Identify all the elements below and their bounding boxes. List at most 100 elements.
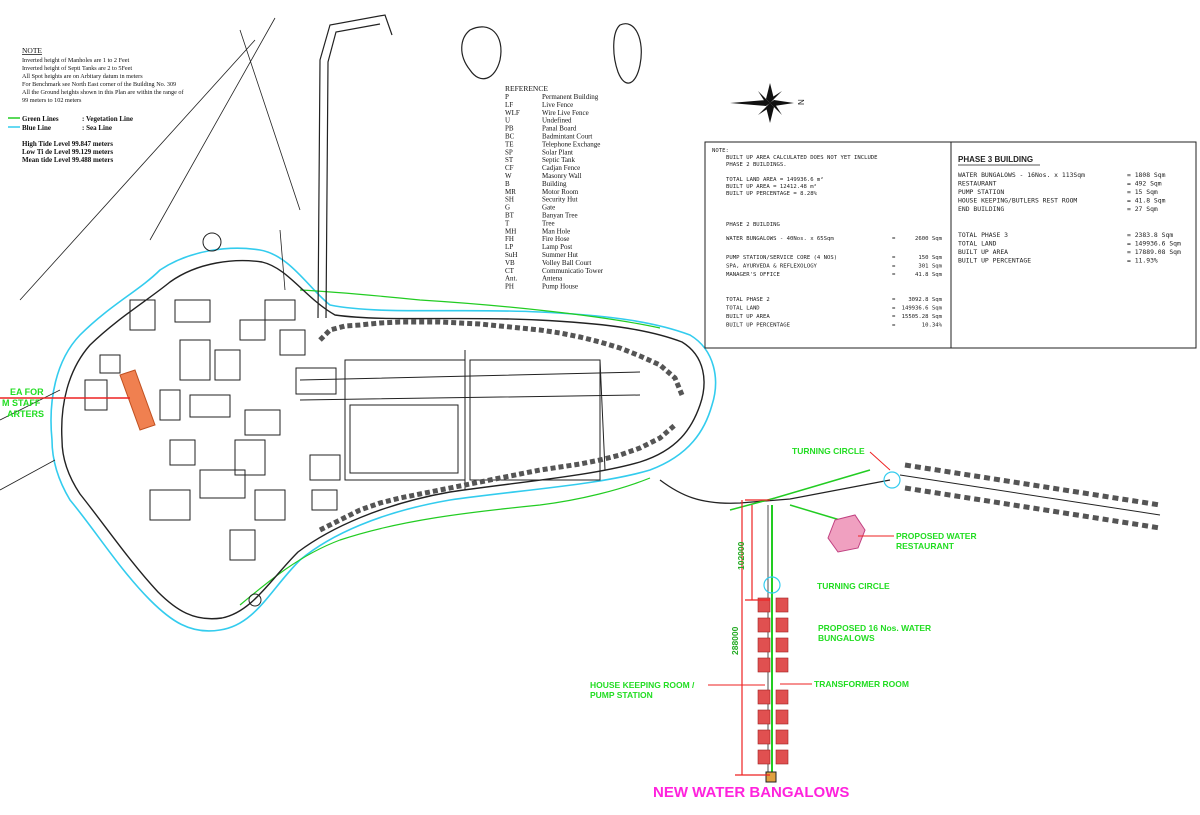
note-line: All the Ground heights shown in this Pla… <box>22 89 184 96</box>
p2-note: NOTE: <box>712 148 729 154</box>
dimension-lines <box>735 499 770 776</box>
reference-desc: Cadjan Fence <box>542 164 580 172</box>
reference-code: BC <box>505 133 515 141</box>
reference-desc: Wire Live Fence <box>542 109 589 117</box>
reference-desc: Fire Hose <box>542 235 569 243</box>
p2-row-label: BUILT UP PERCENTAGE <box>726 323 791 329</box>
reference-code: FH <box>505 235 514 243</box>
p3-row-label: WATER BUNGALOWS - 16Nos. x 113Sqm <box>958 171 1085 179</box>
reference-desc: Volley Ball Court <box>542 259 591 267</box>
reference-code: PB <box>505 125 514 133</box>
proposed-bungalows-label: PROPOSED 16 Nos. WATER <box>818 623 931 633</box>
reference-code: SuH <box>505 251 517 259</box>
internal-road <box>299 350 641 490</box>
p2-note: PHASE 2 BUILDINGS. <box>726 162 787 168</box>
reference-code: LP <box>505 243 513 251</box>
p3-row-value: = 492 Sqm <box>1127 180 1162 188</box>
p2-row-label: MANAGER'S OFFICE <box>726 272 781 278</box>
reference-desc: Security Hut <box>542 196 578 204</box>
proposed-bungalows <box>757 597 789 765</box>
p2-row-eq: = <box>892 255 896 261</box>
p3-row-label: PUMP STATION <box>958 188 1004 196</box>
staff-area-label: M STAFF <box>2 398 41 408</box>
proposed-bungalows-label: BUNGALOWS <box>818 633 875 643</box>
reference-code: VB <box>505 259 515 267</box>
tide-level: High Tide Level 99.847 meters <box>22 140 113 148</box>
p2-row-eq: = <box>892 306 896 312</box>
reference-desc: Communicatio Tower <box>542 267 604 275</box>
p2-row-value: 3092.8 Sqm <box>908 297 942 303</box>
p3-row-value: = 41.8 Sqm <box>1127 197 1166 205</box>
p2-row-value: 15505.28 Sqm <box>902 314 943 320</box>
p2-row-value: 149936.6 Sqm <box>902 306 943 312</box>
p2-row-label: PUMP STATION/SERVICE CORE (4 NOS) <box>726 255 837 261</box>
reference-code: LF <box>505 101 513 109</box>
sea-line <box>50 247 717 632</box>
island-boundary <box>61 259 705 620</box>
legend-value: : Sea Line <box>82 124 112 132</box>
p2-row-label: TOTAL PHASE 2 <box>726 297 770 303</box>
p3-row-label: END BUILDING <box>958 205 1004 213</box>
reference-desc: Undefined <box>542 117 572 125</box>
court-area-2 <box>469 359 601 481</box>
transformer-label: TRANSFORMER ROOM <box>814 679 909 689</box>
p3-row-label: RESTAURANT <box>958 180 997 188</box>
reference-code: T <box>505 219 510 227</box>
p2-row-label: WATER BUNGALOWS - 40Nos. x 65Sqm <box>726 236 834 242</box>
reference-desc: Live Fence <box>542 101 573 109</box>
vegetation-line-south <box>239 477 651 606</box>
p3-row-value: = 149936.6 Sqm <box>1127 240 1181 248</box>
end-building <box>765 771 777 783</box>
p2-row-eq: = <box>892 236 896 242</box>
new-bungalows-title: NEW WATER BANGALOWS <box>653 784 849 801</box>
proposed-restaurant-label: PROPOSED WATER <box>896 531 977 541</box>
p2-row-label: TOTAL LAND <box>726 306 760 312</box>
north-arrow: N <box>730 83 806 123</box>
restaurant-walkway <box>789 504 841 521</box>
p2-land: TOTAL LAND AREA = 149936.6 m² <box>726 176 824 183</box>
p2-row-label: SPA, AYURVEDA & REFLEXOLOGY <box>726 264 818 270</box>
p2-row-value: 2600 Sqm <box>915 236 943 242</box>
north-label: N <box>797 99 806 105</box>
proposed-restaurant-shape <box>827 514 866 553</box>
p2-title: PHASE 2 BUILDING <box>726 222 781 228</box>
note-line: All Spot heights are on Arbitary datum i… <box>22 73 143 80</box>
reference-code: U <box>505 117 510 125</box>
reference-desc: Permanent Building <box>542 93 599 101</box>
p3-row-value: = 1808 Sqm <box>1127 171 1166 179</box>
reference-desc: Pump House <box>542 283 578 291</box>
p3-row-value: = 11.93% <box>1127 257 1158 265</box>
p3-row-label: BUILT UP PERCENTAGE <box>958 257 1031 265</box>
central-area <box>84 232 641 607</box>
p2-row-label: BUILT UP AREA <box>726 314 770 320</box>
pool <box>295 367 337 395</box>
reference-code: BT <box>505 212 515 220</box>
phase3-table: PHASE 3 BUILDING WATER BUNGALOWS - 16Nos… <box>950 141 1197 349</box>
reference-code: MR <box>505 188 516 196</box>
note-title: NOTE <box>22 46 42 55</box>
housekeeping-label: PUMP STATION <box>590 690 653 700</box>
reference-desc: Summer Hut <box>542 251 578 259</box>
legend-value: : Vegetation Line <box>82 115 133 123</box>
east-jetty <box>659 462 1161 553</box>
roundabout <box>202 232 222 252</box>
note-line: For Benchmark see North East corner of t… <box>22 81 176 88</box>
reference-title: REFERENCE <box>505 84 548 93</box>
note-block: NOTE Inverted height of Manholes are 1 t… <box>8 46 184 164</box>
turning-circle-label: TURNING CIRCLE <box>792 446 865 456</box>
reference-desc: Tree <box>542 219 555 227</box>
p3-row-label: TOTAL PHASE 3 <box>958 231 1008 239</box>
housekeeping-label: HOUSE KEEPING ROOM / <box>590 680 695 690</box>
tide-level: Mean tide Level 99.488 meters <box>22 156 113 164</box>
p3-row-value: = 27 Sqm <box>1127 205 1158 213</box>
reference-code: SH <box>505 196 514 204</box>
note-line: Inverted height of Manholes are 1 to 2 F… <box>22 57 129 64</box>
grid-lines-nw <box>0 17 301 491</box>
legend-key: Blue Line <box>22 124 51 132</box>
reference-desc: Solar Plant <box>542 148 573 156</box>
p3-row-value: = 15 Sqm <box>1127 188 1158 196</box>
reference-desc: Man Hole <box>542 227 570 235</box>
legend-key: Green Lines <box>22 115 59 123</box>
